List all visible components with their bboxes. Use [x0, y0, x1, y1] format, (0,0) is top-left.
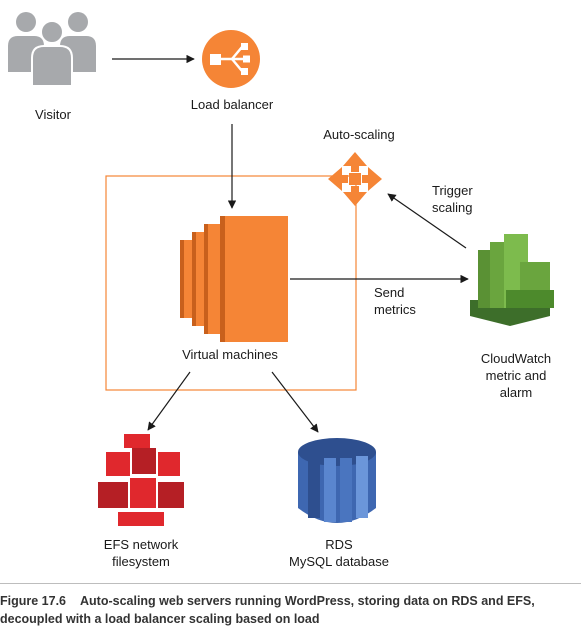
- efs-icon: [98, 434, 184, 526]
- efs-label: EFS network filesystem: [103, 537, 179, 569]
- architecture-diagram: [8, 12, 554, 526]
- load-balancer-label: Load balancer: [190, 97, 274, 112]
- rds-database-icon: [298, 438, 376, 523]
- auto-scaling-label: Auto-scaling: [323, 127, 395, 142]
- ec2-instances-icon: [180, 216, 288, 342]
- load-balancer-icon: [202, 30, 260, 88]
- send-metrics-label: Send metrics: [374, 285, 416, 317]
- virtual-machines-label: Virtual machines: [182, 347, 278, 362]
- trigger-scaling-label: Trigger scaling: [432, 183, 473, 215]
- cloudwatch-label: CloudWatch metric and alarm: [480, 351, 552, 400]
- caption-text: Auto-scaling web servers running WordPre…: [0, 594, 535, 626]
- edge-vms-to-efs: [147, 371, 191, 431]
- rds-label: RDS MySQL database: [289, 537, 389, 569]
- figure-number: Figure 17.6: [0, 594, 66, 608]
- cloudwatch-icon: [470, 234, 554, 326]
- edge-vms-to-rds: [271, 371, 319, 433]
- users-group-icon: [8, 12, 96, 87]
- auto-scaling-icon: [328, 152, 382, 206]
- auto-scaling-group-border: [105, 175, 357, 391]
- edge-cloudwatch-to-auto-scaling: [387, 193, 467, 249]
- visitor-label: Visitor: [35, 107, 71, 122]
